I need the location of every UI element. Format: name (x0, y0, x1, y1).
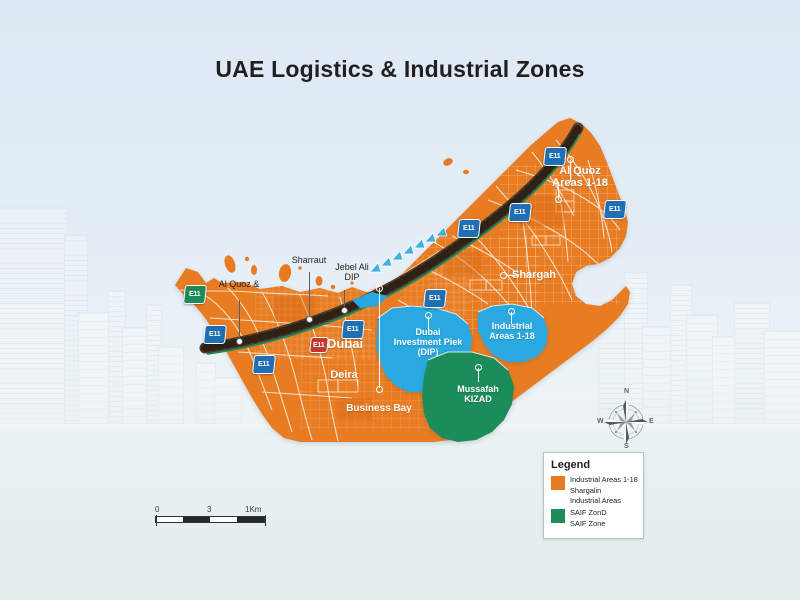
compass-rose-icon (604, 400, 648, 444)
map-label-sharraut: Sharraut (291, 255, 327, 265)
map-label-al-quoz-amp: Al Quoz & (218, 279, 260, 289)
leader-line-mussafah (478, 368, 479, 382)
compass-label-east: E (649, 418, 654, 425)
scale-label-max: 1Km (245, 505, 262, 514)
leader-line-business-bay (379, 288, 380, 388)
legend-swatch-industrial (551, 476, 565, 490)
legend-item-saif[interactable]: SAIF ZonD SAIF Zone (551, 508, 636, 529)
scale-seg-4 (237, 517, 264, 522)
highway-shield-label: E11 (209, 331, 221, 338)
legend-label-saif-1: SAIF ZonD (570, 508, 607, 518)
legend-label-industrial-3: Industrial Areas (570, 496, 621, 506)
scale-label-0: 0 (155, 505, 160, 514)
leader-line-al-quoz-amp (239, 300, 240, 340)
highway-shield-label: E11 (609, 206, 621, 213)
scale-label-mid: 3 (207, 505, 212, 514)
zone-mussafah-kizad-saif (422, 352, 514, 442)
leader-line-dip (428, 316, 429, 330)
legend-label-saif-2: SAIF Zone (570, 518, 606, 528)
highway-shield-e11-1[interactable]: E11 (543, 147, 567, 166)
leader-dot-mussafah (475, 364, 482, 371)
compass-label-west: W (597, 418, 604, 425)
highway-shield-e11-4[interactable]: E11 (457, 219, 481, 238)
page-title: UAE Logistics & Industrial Zones (215, 56, 585, 82)
scale-tick-start (156, 515, 157, 526)
leader-line-sharraut (309, 272, 310, 320)
scale-seg-3 (210, 517, 237, 522)
leader-dot-al-quoz-areas-2 (555, 196, 562, 203)
leader-line-shargah (506, 275, 518, 276)
highway-shield-e11-8[interactable]: E11 (252, 355, 276, 374)
highway-shield-label: E11 (463, 225, 475, 232)
leader-line-al-quoz-areas-2 (558, 182, 559, 200)
highway-shield-label: E11 (549, 153, 561, 160)
highway-e11-corridor (199, 122, 584, 355)
highway-shield-e11-10[interactable]: E11 (309, 337, 329, 353)
leader-line-industrial-areas (511, 312, 512, 324)
legend-label-industrial-2: Shargalin (570, 485, 602, 495)
legend-heading: Legend (551, 459, 591, 471)
leader-dot-al-quoz-areas (567, 156, 574, 163)
leader-dot-al-quoz-amp (236, 338, 243, 345)
leader-line-jebel-ali (344, 290, 345, 310)
leader-dot-jebel-ali (341, 307, 348, 314)
compass-rose: N E S W (596, 388, 656, 452)
scale-bar-track (155, 515, 266, 526)
leader-line-al-quoz-areas (570, 160, 571, 182)
scale-seg-1 (156, 517, 183, 522)
coastal-islands (188, 158, 469, 306)
compass-label-north: N (624, 388, 630, 395)
highway-shield-e11-2[interactable]: E11 (603, 200, 627, 219)
scale-bar: 0 3 1Km (155, 505, 266, 526)
legend-panel: Legend Industrial Areas 1-18 Shargalin I… (543, 452, 644, 539)
urban-street-texture (179, 139, 621, 442)
highway-shield-e11-6[interactable]: E11 (341, 320, 365, 339)
zone-industrial-areas-1-18 (478, 304, 548, 362)
compass-label-south: S (624, 443, 629, 450)
legend-label-industrial-1: Industrial Areas 1-18 (570, 475, 638, 484)
highway-shield-label: E11 (514, 209, 526, 216)
highway-shield-label: E11 (429, 295, 441, 302)
legend-swatch-saif (551, 509, 565, 524)
leader-dot-sharraut (306, 316, 313, 323)
highway-shield-e11-5[interactable]: E11 (423, 289, 447, 308)
highway-shield-e11-7[interactable]: E11 (203, 325, 227, 344)
legend-item-industrial[interactable]: Industrial Areas 1-18 Shargalin Industri… (551, 475, 638, 507)
leader-dot-business-bay-top (376, 285, 383, 292)
leader-dot-shargah (500, 272, 507, 279)
scale-seg-2 (183, 517, 210, 522)
leader-dot-industrial-areas (508, 308, 515, 315)
highway-shield-label: E11 (313, 341, 325, 349)
highway-shield-label: E11 (189, 291, 201, 298)
scale-tick-end (265, 515, 266, 526)
highway-shield-label: E11 (258, 361, 270, 368)
map-label-jebel-ali-dip: Jebel Ali DIP (335, 262, 369, 283)
leader-dot-business-bay-bottom (376, 386, 383, 393)
leader-dot-dip (425, 312, 432, 319)
highway-shield-e11-9[interactable]: E11 (183, 285, 207, 304)
highway-shield-label: E11 (347, 326, 359, 333)
highway-shield-e11-3[interactable]: E11 (508, 203, 532, 222)
